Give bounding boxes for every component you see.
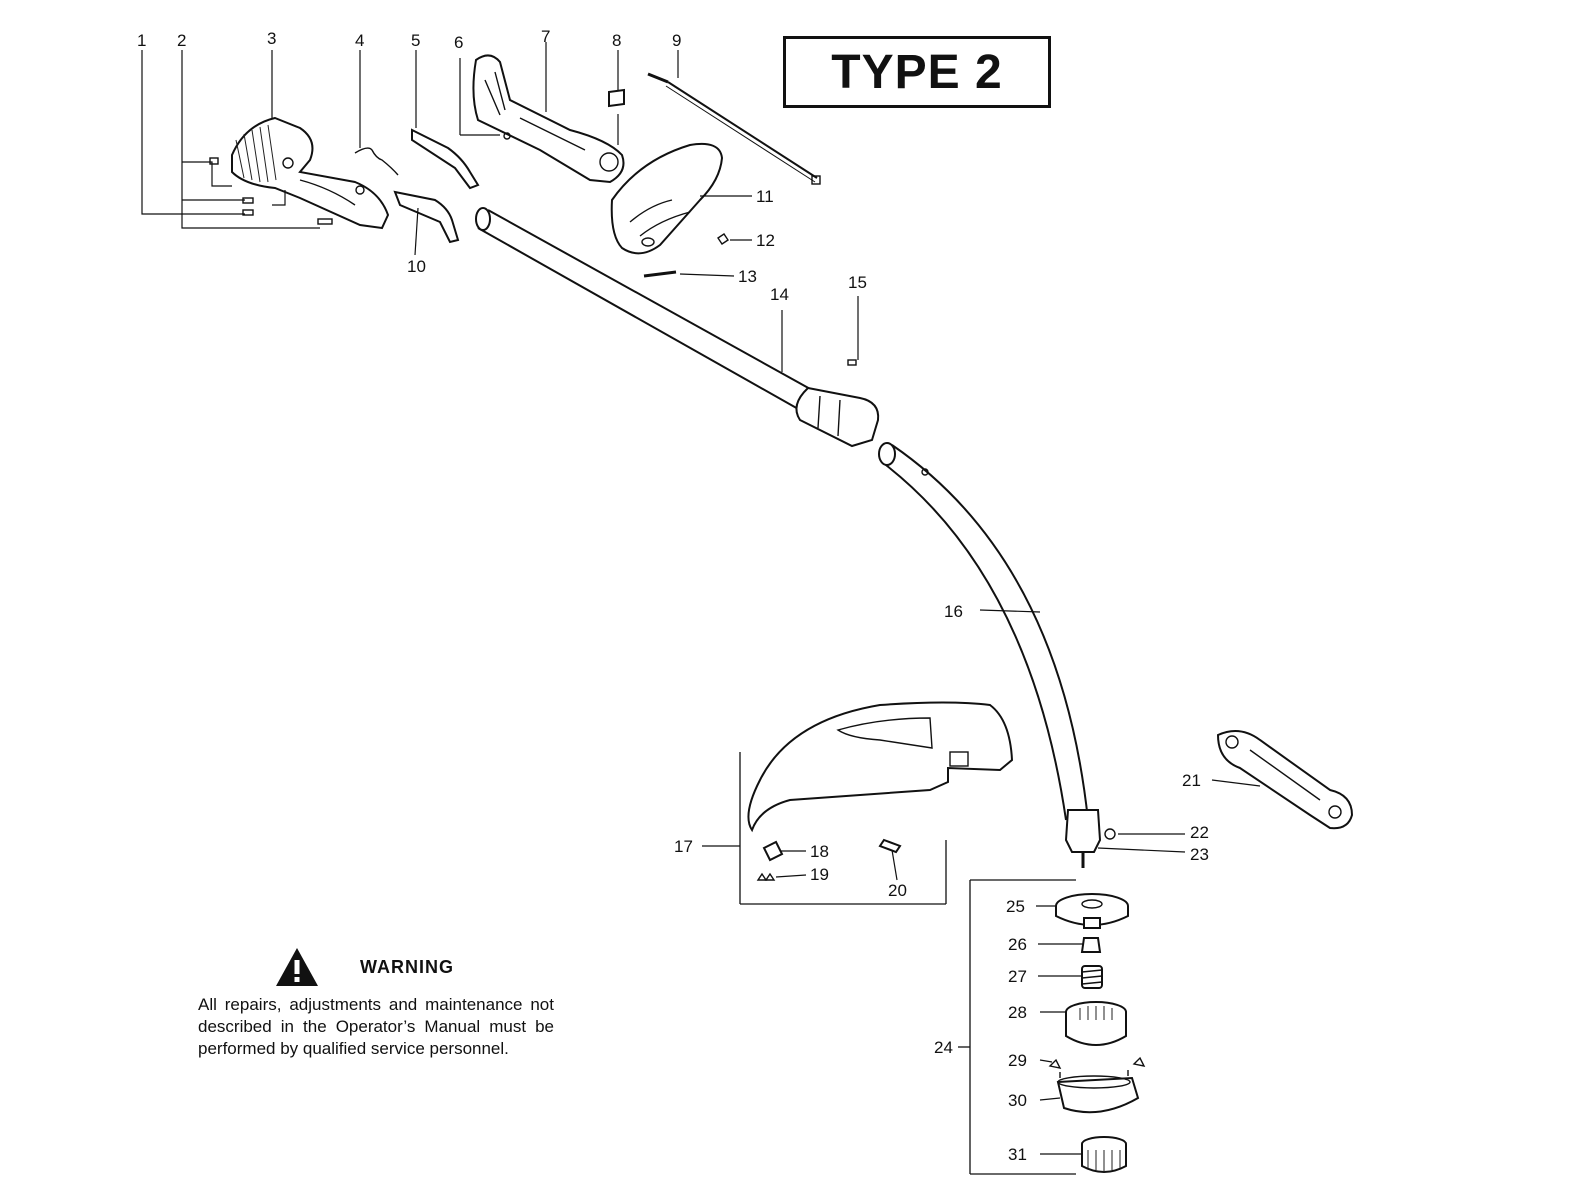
spring-part bbox=[354, 147, 399, 176]
hub-25-part bbox=[1055, 893, 1129, 929]
eyelets-29-part bbox=[1048, 1056, 1146, 1069]
wrench-part bbox=[1216, 730, 1354, 830]
callout-18: 18 bbox=[810, 842, 829, 861]
type-label-box: TYPE 2 bbox=[783, 36, 1051, 108]
callout-9: 9 bbox=[672, 31, 681, 50]
bolt-13-part bbox=[643, 270, 677, 278]
warning-text: All repairs, adjustments and maintenance… bbox=[198, 995, 554, 1058]
callout-17: 17 bbox=[674, 837, 693, 856]
callout-21: 21 bbox=[1182, 771, 1201, 790]
warning-notice: WARNING All repairs, adjustments and mai… bbox=[198, 946, 554, 1060]
spring-27-part bbox=[1081, 965, 1103, 989]
shaft-head-part bbox=[1064, 809, 1116, 868]
housing-30-part bbox=[1056, 1070, 1140, 1114]
warning-header: WARNING bbox=[198, 946, 554, 988]
callout-2: 2 bbox=[177, 31, 186, 50]
callout-8: 8 bbox=[612, 31, 621, 50]
switch-part bbox=[608, 88, 625, 108]
callout-12: 12 bbox=[756, 231, 775, 250]
callout-4: 4 bbox=[355, 31, 364, 50]
callout-25: 25 bbox=[1006, 897, 1025, 916]
callout-24: 24 bbox=[934, 1038, 953, 1057]
bump-knob-31-part bbox=[1081, 1136, 1127, 1173]
lockout-lever-part bbox=[393, 190, 460, 244]
handle-housing-part bbox=[231, 116, 390, 230]
callout-6: 6 bbox=[454, 33, 463, 52]
callout-14: 14 bbox=[770, 285, 789, 304]
coupler-part bbox=[795, 359, 880, 448]
callout-28: 28 bbox=[1008, 1003, 1027, 1022]
callout-19: 19 bbox=[810, 865, 829, 884]
callout-29: 29 bbox=[1008, 1051, 1027, 1070]
bracket-17 bbox=[702, 752, 947, 905]
handle-cover-part bbox=[610, 142, 724, 255]
eyelet-26-part bbox=[1080, 937, 1102, 953]
callout-5: 5 bbox=[411, 31, 420, 50]
grass-shield-part bbox=[747, 701, 1014, 833]
screw-12-part bbox=[717, 233, 729, 245]
throttle-cable-part bbox=[647, 72, 821, 185]
screws-19-part bbox=[756, 872, 776, 881]
callout-22: 22 bbox=[1190, 823, 1209, 842]
spool-28-part bbox=[1065, 1001, 1127, 1046]
callout-16: 16 bbox=[944, 602, 963, 621]
callout-31: 31 bbox=[1008, 1145, 1027, 1164]
warning-triangle-icon bbox=[276, 948, 318, 986]
callout-13: 13 bbox=[738, 267, 757, 286]
leader-lines bbox=[141, 42, 1261, 1155]
callout-11: 11 bbox=[756, 187, 774, 206]
callout-30: 30 bbox=[1008, 1091, 1027, 1110]
upper-shaft-part bbox=[475, 207, 813, 411]
bracket-24 bbox=[958, 879, 1076, 1175]
handle-half-part bbox=[472, 54, 625, 184]
callout-27: 27 bbox=[1008, 967, 1027, 986]
warning-title: WARNING bbox=[360, 956, 454, 977]
callout-23: 23 bbox=[1190, 845, 1209, 864]
callout-1: 1 bbox=[137, 31, 146, 50]
blade-clip-part bbox=[762, 840, 784, 862]
curved-shaft-part bbox=[878, 442, 1089, 821]
callouts: 1 2 3 4 5 6 7 8 9 10 11 12 13 14 15 16 1… bbox=[137, 27, 1209, 1164]
throttle-trigger-part bbox=[411, 128, 480, 190]
callout-7: 7 bbox=[541, 27, 550, 46]
callout-26: 26 bbox=[1008, 935, 1027, 954]
callout-15: 15 bbox=[848, 273, 867, 292]
callout-3: 3 bbox=[267, 29, 276, 48]
line-cutter-part bbox=[878, 838, 902, 854]
type-label: TYPE 2 bbox=[831, 45, 1003, 99]
callout-10: 10 bbox=[407, 257, 426, 276]
callout-20: 20 bbox=[888, 881, 907, 900]
